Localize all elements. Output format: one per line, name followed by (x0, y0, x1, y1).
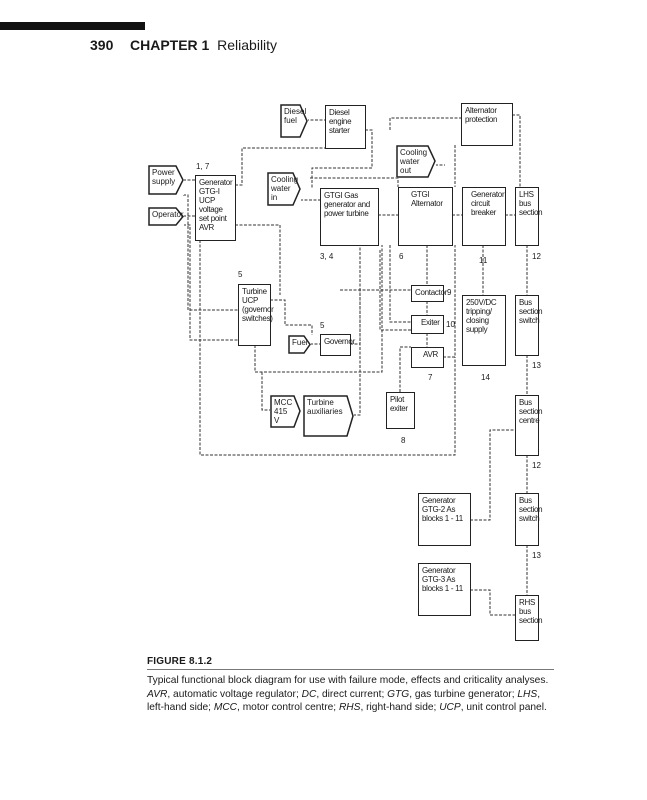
block-number: 1, 7 (196, 162, 210, 171)
abbrev-term: DC (301, 688, 317, 700)
caption-lead: Typical functional block diagram for use… (147, 675, 549, 686)
bus-section-switch-block: Bus section switch (515, 295, 543, 356)
contactor-block: Contactor (411, 285, 447, 302)
gtg3-block: Generator GTG-3 As blocks 1 - 11 (418, 563, 471, 616)
block-number: 14 (481, 373, 490, 382)
chapter-heading: CHAPTER 1 Reliability (130, 37, 277, 53)
abbrev-term: MCC (213, 702, 238, 713)
block-number: 7 (428, 373, 433, 382)
abbrev-definition: , automatic voltage regulator; (167, 688, 302, 700)
caption-abbreviations: AVR, automatic voltage regulator; DC, di… (147, 689, 547, 714)
generator-circuit-breaker-block: Generator circuit breaker (462, 187, 506, 246)
abbrev-definition: , unit control panel. (460, 702, 547, 713)
dc-supply-block: 250V/DC tripping/ closing supply (462, 295, 506, 366)
pilot-exiter-block: Pilot exiter (386, 392, 415, 429)
power-supply-input: Power supply (148, 165, 184, 195)
turbine-ucp-block: Turbine UCP (governor switches) (238, 284, 274, 346)
block-number: 10 (446, 320, 455, 329)
abbrev-term: RHS (338, 702, 361, 713)
figure-caption: Typical functional block diagram for use… (147, 674, 557, 715)
abbrev-definition: , right-hand side; (360, 702, 440, 713)
gtg2-block: Generator GTG-2 As blocks 1 - 11 (418, 493, 471, 546)
block-number: 9 (447, 288, 452, 297)
gtg1-ucp-block: Generator GTG-I UCP voltage set point AV… (195, 175, 236, 241)
governor-block: Governor (320, 334, 355, 356)
block-number: 12 (532, 252, 541, 261)
block-number: 12 (532, 461, 541, 470)
gas-generator-block: GTGI Gas generator and power turbine (320, 188, 379, 246)
exiter-block: Exiter (411, 315, 444, 334)
page-number: 390 (90, 37, 114, 53)
alternator-protection-block: Alternator protection (461, 103, 513, 146)
operator-input: Operator (148, 207, 184, 226)
gtg-alternator-block: GTGI Alternator (398, 187, 453, 246)
abbrev-definition: , motor control centre; (237, 702, 339, 713)
block-number: 11 (479, 256, 488, 265)
figure-label: FIGURE 8.1.2 (147, 656, 213, 667)
lhs-bus-section-block: LHS bus section (515, 187, 543, 246)
block-number: 6 (399, 252, 404, 261)
diesel-fuel-input: Diesel fuel (280, 104, 308, 138)
abbrev-definition: , left-hand side; (147, 688, 541, 714)
abbrev-term: AVR (147, 688, 168, 700)
block-number: 5 (320, 321, 325, 330)
abbrev-term: GTG (387, 688, 410, 700)
bus-section-switch-2-block: Bus section switch (515, 493, 543, 546)
chapter-title: Reliability (217, 37, 278, 53)
cooling-water-in-input: Cooling water in (267, 172, 301, 206)
fuel-input: Fuel (288, 335, 311, 354)
caption-rule (147, 669, 554, 670)
abbrev-definition: , direct current; (316, 688, 388, 700)
header-bar (0, 22, 145, 30)
abbrev-term: LHS (517, 688, 538, 700)
block-number: 13 (532, 361, 541, 370)
block-number: 13 (532, 551, 541, 560)
abbrev-term: UCP (439, 702, 461, 713)
avr-block: AVR (411, 347, 444, 368)
block-number: 8 (401, 436, 406, 445)
chapter-label: CHAPTER 1 (130, 37, 210, 53)
mcc-415v-block: MCC 415 V (270, 395, 301, 428)
block-number: 3, 4 (320, 252, 334, 261)
bus-section-centre-block: Bus section centre (515, 395, 543, 456)
rhs-bus-section-block: RHS bus section (515, 595, 543, 641)
abbrev-definition: , gas turbine generator; (409, 688, 518, 700)
turbine-auxiliaries-block: Turbine auxiliaries (303, 395, 354, 437)
block-number: 5 (238, 270, 243, 279)
diesel-engine-starter-block: Diesel engine starter (325, 105, 366, 149)
cooling-water-out-output: Cooling water out (396, 145, 436, 178)
